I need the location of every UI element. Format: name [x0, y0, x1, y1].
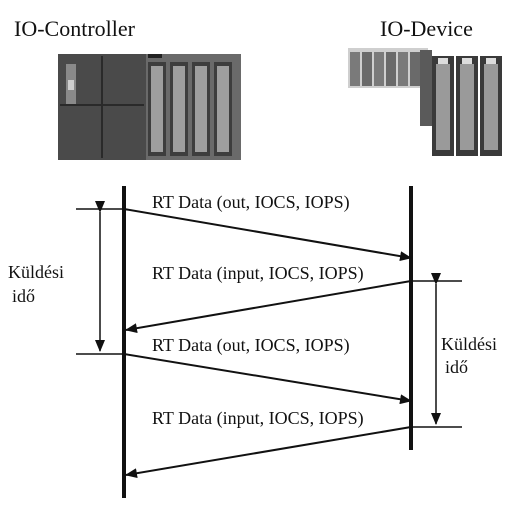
controller-title: IO-Controller: [14, 16, 136, 41]
message-arrow-2: [125, 280, 412, 334]
plc-controller-icon: [58, 54, 241, 160]
controller-interval-label-1: Küldési: [8, 262, 64, 282]
io-device-rack-icon: [348, 48, 502, 156]
message-label-3: RT Data (out, IOCS, IOPS): [152, 335, 350, 356]
message-label-2: RT Data (input, IOCS, IOPS): [152, 263, 364, 284]
message-arrow-1: [123, 208, 412, 262]
message-arrow-3: [123, 353, 412, 405]
device-interval-label-2: idő: [445, 357, 468, 377]
device-title: IO-Device: [380, 16, 473, 41]
device-interval-label-1: Küldési: [441, 334, 497, 354]
message-label-1: RT Data (out, IOCS, IOPS): [152, 192, 350, 213]
message-arrow-4: [125, 426, 412, 479]
controller-interval-label-2: idő: [12, 286, 35, 306]
message-label-4: RT Data (input, IOCS, IOPS): [152, 408, 364, 429]
